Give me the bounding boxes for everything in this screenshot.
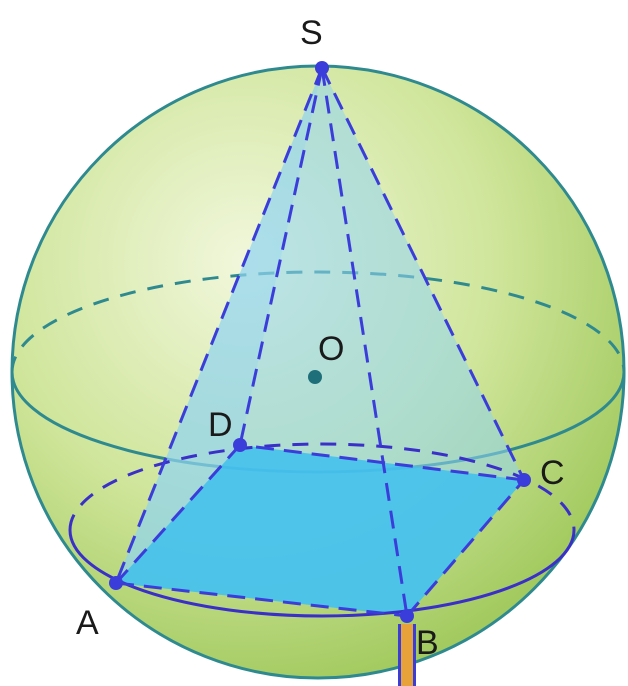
vertex-c	[517, 473, 531, 487]
pyramid-face-sad	[116, 68, 322, 583]
label-c: C	[540, 454, 565, 492]
base-circle-back-dashed	[68, 442, 576, 531]
vertex-b	[400, 609, 414, 623]
pyramid-edges	[114, 67, 526, 618]
edge-cd	[239, 443, 525, 482]
vertex-a	[109, 576, 123, 590]
edge-ab	[115, 581, 408, 618]
marker-below-b-edge-right	[413, 624, 416, 686]
edge-bc	[405, 479, 526, 617]
marker-below-b-edge	[398, 624, 401, 686]
edge-sd	[238, 67, 324, 446]
edge-da	[114, 443, 242, 585]
base-circle-front	[68, 529, 576, 618]
edge-sb	[320, 67, 409, 617]
label-o: O	[318, 330, 344, 368]
center-o	[308, 370, 322, 384]
label-d: D	[208, 406, 233, 444]
label-s: S	[300, 14, 323, 52]
marker-below-b	[400, 624, 414, 686]
vertex-s	[315, 61, 329, 75]
vertex-d	[233, 438, 247, 452]
pyramid-base-abcd	[116, 445, 524, 616]
edge-sa	[114, 67, 324, 584]
edge-sc	[320, 67, 526, 481]
label-a: A	[76, 604, 99, 642]
label-b: B	[416, 624, 439, 662]
